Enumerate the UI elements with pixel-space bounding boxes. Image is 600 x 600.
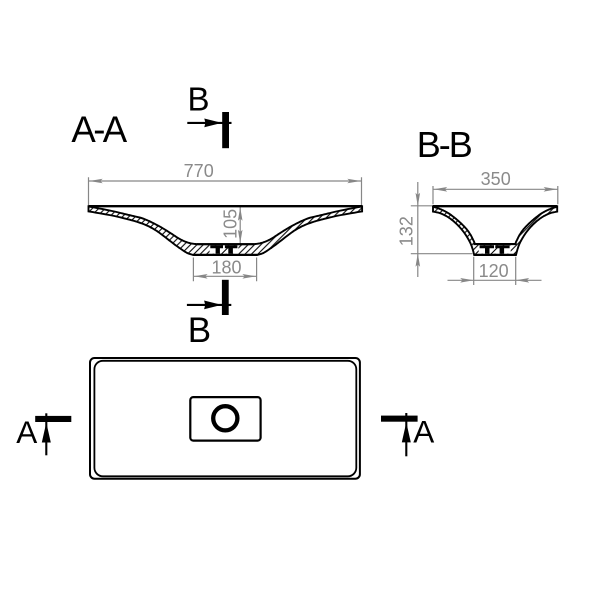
svg-text:350: 350 [481, 169, 511, 189]
svg-text:132: 132 [397, 216, 417, 246]
svg-text:120: 120 [479, 261, 509, 281]
svg-text:A: A [413, 413, 434, 449]
svg-text:A: A [16, 414, 37, 450]
svg-text:A-A: A-A [71, 109, 127, 150]
svg-text:B: B [188, 80, 210, 117]
svg-text:B: B [188, 311, 211, 350]
svg-text:180: 180 [211, 258, 241, 278]
svg-text:105: 105 [221, 209, 241, 239]
svg-text:B-B: B-B [417, 124, 472, 165]
svg-text:770: 770 [184, 161, 214, 181]
